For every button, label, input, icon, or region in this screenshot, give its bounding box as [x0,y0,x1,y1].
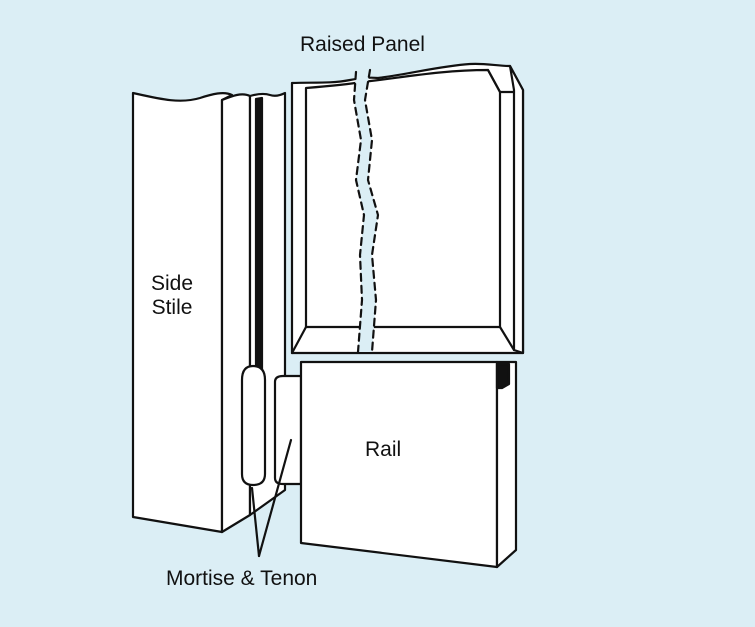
side-stile-label: Side Stile [133,272,211,320]
mortise-tenon-label: Mortise & Tenon [166,567,318,590]
tenon [273,374,303,486]
panel-groove [254,96,264,374]
rail-front-face [299,360,499,569]
raised-panel [290,62,525,355]
side-stile-front-face [131,91,234,534]
rail-groove [495,362,511,390]
mortise-slot [240,364,267,487]
raised-panel-bevel-right [508,64,525,355]
leader-to-tenon [257,438,293,558]
bevel-corner-bottom-left [290,325,308,355]
mortise-tenon-leaders [250,438,293,558]
raised-panel-outline [290,62,525,355]
rail [299,360,518,569]
side-stile-label-line2: Stile [151,296,193,319]
bevel-corner-top-right [486,68,502,94]
bevel-corner-bottom-right [498,325,516,352]
cutaway-edge-right [363,68,380,354]
panel-cutaway-gap [354,70,378,352]
leader-to-mortise [250,486,261,558]
cutaway-edge-left [352,70,366,354]
side-stile-label-line1: Side [150,272,194,295]
raised-panel-label: Raised Panel [300,33,425,56]
rail-side-face [495,360,518,569]
rail-label: Rail [365,438,402,461]
